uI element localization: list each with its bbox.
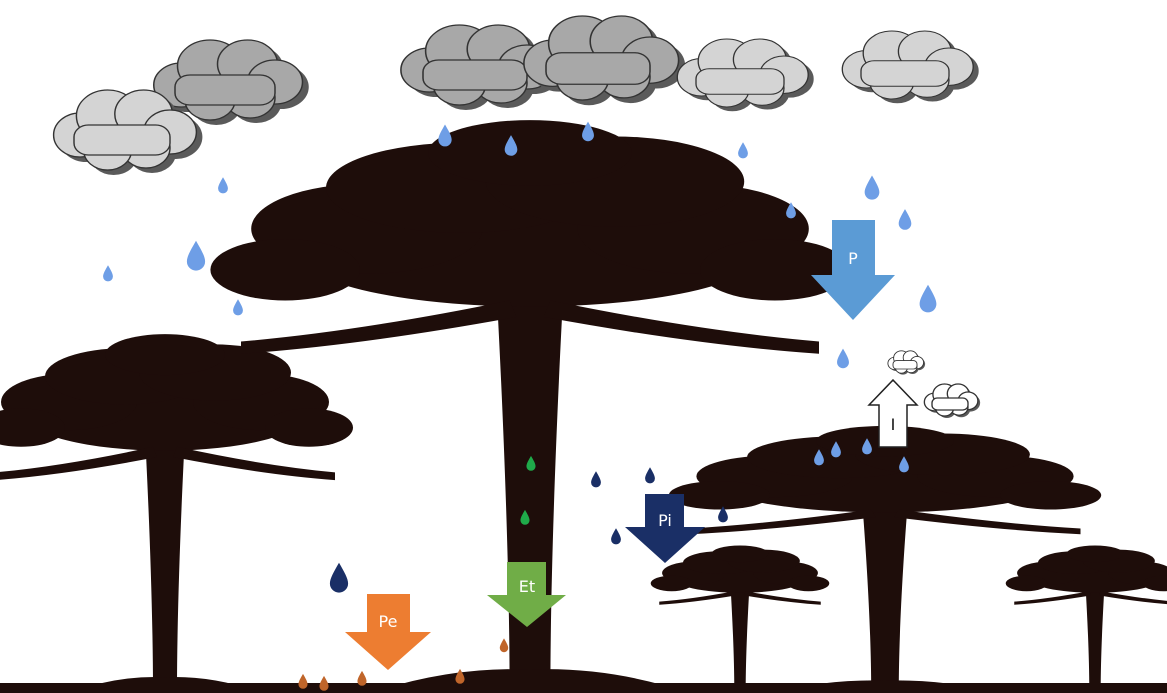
effective-precipitation-label: Pe: [379, 612, 398, 631]
effective-precipitation-arrow: Pe: [345, 594, 431, 670]
water-drop-icon: [645, 467, 655, 483]
araucaria-tree-icon: [1006, 545, 1167, 693]
water-drop-icon: [330, 563, 348, 593]
water-drop-icon: [187, 241, 205, 271]
water-drop-icon: [591, 471, 601, 487]
water-drop-icon: [103, 265, 113, 281]
cloud-icon: [842, 31, 978, 103]
water-drop-icon: [298, 674, 307, 689]
water-drop-icon: [899, 209, 912, 230]
water-drop-icon: [738, 142, 748, 158]
interception-label: I: [891, 415, 896, 434]
water-drop-icon: [611, 528, 621, 544]
cloud-icon: [924, 384, 980, 418]
water-drop-icon: [438, 125, 451, 147]
water-drop-icon: [865, 175, 880, 199]
ground: [0, 683, 1167, 693]
cloud-icon: [888, 351, 925, 375]
stemflow-label: Et: [519, 577, 535, 596]
water-drop-icon: [357, 671, 366, 686]
water-drop-icon: [582, 122, 594, 142]
water-drop-icon: [837, 349, 849, 369]
arrow-icon: [345, 594, 431, 670]
water-drop-icon: [500, 638, 508, 652]
water-drop-icon: [319, 676, 328, 691]
internal-precipitation-label: Pi: [658, 511, 672, 530]
water-drop-icon: [233, 299, 243, 315]
stemflow-arrow: Et: [487, 562, 566, 627]
cloud-icon: [677, 39, 813, 111]
water-drop-icon: [920, 285, 937, 313]
araucaria-tree-icon: [651, 545, 830, 693]
water-drop-icon: [455, 669, 464, 684]
trees: [0, 120, 1167, 693]
precipitation-label: P: [848, 249, 858, 268]
cloud-icon: [524, 16, 685, 105]
water-drop-icon: [218, 177, 228, 193]
araucaria-tree-icon: [0, 334, 353, 693]
